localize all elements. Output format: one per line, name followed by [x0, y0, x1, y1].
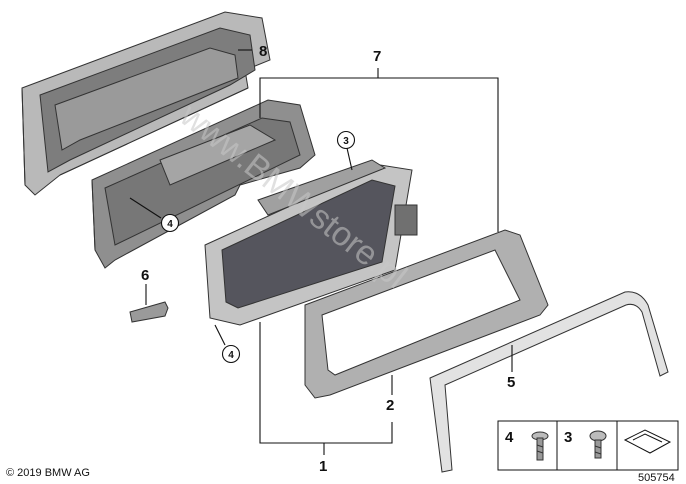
- clip-part6: [129, 301, 169, 323]
- rear-housing-part8: [21, 11, 271, 196]
- circled-callout-4b: 4: [221, 344, 241, 364]
- circled-callout-3: 3: [336, 130, 356, 150]
- screw-icon-3: [589, 430, 607, 459]
- callout-1: 1: [319, 458, 327, 475]
- circled-callout-4a: 4: [160, 213, 180, 233]
- callout-8: 8: [259, 43, 267, 60]
- leader-lines: [129, 49, 513, 455]
- svg-text:4: 4: [167, 219, 173, 230]
- legend-label-4: 4: [505, 429, 514, 446]
- copyright-text: © 2019 BMW AG: [6, 467, 90, 479]
- diagram-number: 505754: [638, 472, 675, 484]
- svg-text:4: 4: [228, 350, 234, 361]
- callout-6: 6: [141, 267, 149, 284]
- legend-label-3: 3: [564, 429, 572, 446]
- callout-5: 5: [507, 374, 515, 391]
- display-module-part3: [204, 159, 418, 326]
- screw-icon-4: [531, 431, 549, 461]
- bezel-frame-part2: [304, 229, 549, 399]
- svg-text:3: 3: [343, 136, 349, 147]
- callout-2: 2: [386, 397, 394, 414]
- trim-strip-part5: [429, 291, 669, 473]
- legend-box: 4 3 505754: [497, 420, 679, 484]
- callout-7: 7: [373, 48, 381, 65]
- direction-arrow-icon: [623, 429, 672, 454]
